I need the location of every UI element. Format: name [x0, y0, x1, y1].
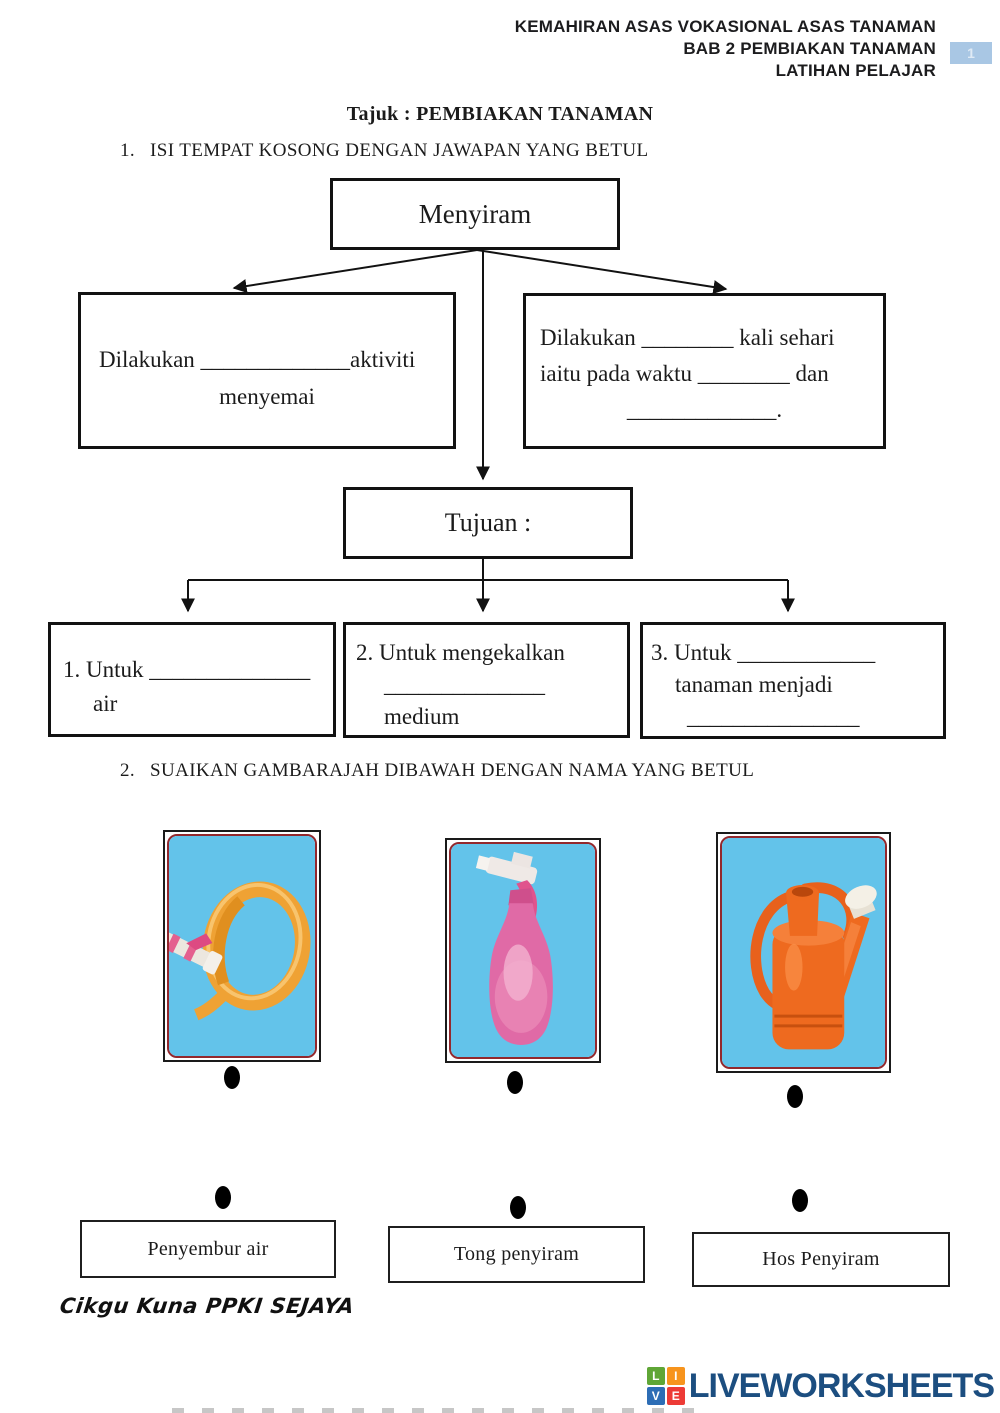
flowchart-left-box: Dilakukan _____________aktiviti menyemai [78, 292, 456, 449]
liveworksheets-logo: L I V E LIVEWORKSHEETS [646, 1366, 995, 1406]
match-dot-image-can[interactable] [787, 1085, 803, 1108]
answer-label-1-text: Penyembur air [147, 1237, 269, 1260]
flowchart-right-box: Dilakukan ________ kali sehari iaitu pad… [523, 293, 886, 449]
match-dot-label-penyembur-air[interactable] [215, 1186, 231, 1209]
match-dot-label-tong-penyiram[interactable] [510, 1196, 526, 1219]
left-box-line-1: Dilakukan _____________aktiviti [99, 347, 416, 372]
answer-label-tong-penyiram: Tong penyiram [388, 1226, 645, 1283]
page-title: Tajuk : PEMBIAKAN TANAMAN [346, 103, 654, 125]
question-2-text: SUAIKAN GAMBARAJAH DIBAWAH DENGAN NAMA Y… [150, 760, 755, 781]
flowchart-tujuan-box: Tujuan : [343, 487, 633, 559]
leaf1-line-2: air [93, 691, 118, 716]
liveworksheets-grid-icon: L I V E [646, 1367, 685, 1405]
liveworksheets-wordmark: LIVEWORKSHEETS [688, 1367, 995, 1405]
spray-bottle-image [449, 842, 597, 1059]
flowchart-root-label: Menyiram [418, 198, 532, 229]
flowchart-leaf-box-3: 3. Untuk ____________ tanaman menjadi __… [640, 622, 946, 739]
left-box-line-2: menyemai [219, 384, 315, 409]
logo-cell-v: V [646, 1387, 665, 1405]
answer-label-penyembur-air: Penyembur air [80, 1220, 336, 1278]
page-number-badge: 1 [950, 42, 992, 64]
leaf2-line-2: ______________ [384, 672, 545, 697]
header-line-2: BAB 2 PEMBIAKAN TANAMAN [683, 39, 936, 58]
flowchart-root-box: Menyiram [330, 178, 620, 250]
leaf1-line-1: 1. Untuk ______________ [63, 657, 311, 682]
match-dot-label-hos-penyiram[interactable] [792, 1189, 808, 1212]
flowchart-tujuan-label: Tujuan : [444, 508, 532, 537]
leaf2-line-1: 2. Untuk mengekalkan [356, 640, 565, 665]
watering-can-image [720, 836, 887, 1069]
question-1-text: ISI TEMPAT KOSONG DENGAN JAWAPAN YANG BE… [150, 140, 649, 161]
question-2-number: 2. [120, 760, 136, 781]
image-card-watering-can [716, 832, 891, 1073]
right-box-line-3: _____________. [626, 397, 783, 422]
image-card-spray-bottle [445, 838, 601, 1063]
teacher-signature: Cikgu Kuna PPKI SEJAYA [58, 1294, 356, 1318]
question-1: 1. ISI TEMPAT KOSONG DENGAN JAWAPAN YANG … [120, 140, 648, 162]
document-header: KEMAHIRAN ASAS VOKASIONAL ASAS TANAMAN B… [515, 16, 936, 82]
garden-hose-image [167, 834, 317, 1058]
leaf3-line-1: 3. Untuk ____________ [651, 640, 876, 665]
header-line-3: LATIHAN PELAJAR [775, 61, 936, 80]
answer-label-3-text: Hos Penyiram [762, 1248, 880, 1270]
logo-cell-l: L [646, 1367, 665, 1385]
match-dot-image-hose[interactable] [224, 1066, 240, 1089]
flowchart-leaf-box-1: 1. Untuk ______________ air [48, 622, 336, 737]
match-dot-image-spray[interactable] [507, 1071, 523, 1094]
right-box-line-1: Dilakukan ________ kali sehari [540, 325, 835, 350]
logo-cell-e: E [666, 1387, 685, 1405]
leaf3-line-2: tanaman menjadi [675, 672, 833, 697]
logo-cell-i: I [666, 1367, 685, 1385]
right-box-line-2: iaitu pada waktu ________ dan [540, 361, 829, 386]
header-line-1: KEMAHIRAN ASAS VOKASIONAL ASAS TANAMAN [514, 17, 936, 36]
image-card-garden-hose [163, 830, 321, 1062]
question-2: 2. SUAIKAN GAMBARAJAH DIBAWAH DENGAN NAMA… [120, 760, 754, 782]
leaf2-line-3: medium [384, 704, 460, 729]
answer-label-2-text: Tong penyiram [453, 1243, 580, 1265]
leaf3-line-3: _______________ [687, 704, 860, 729]
flowchart-leaf-box-2: 2. Untuk mengekalkan ______________ medi… [343, 622, 630, 738]
question-1-number: 1. [120, 140, 136, 161]
cropped-text-artifact [172, 1408, 700, 1413]
answer-label-hos-penyiram: Hos Penyiram [692, 1232, 950, 1287]
